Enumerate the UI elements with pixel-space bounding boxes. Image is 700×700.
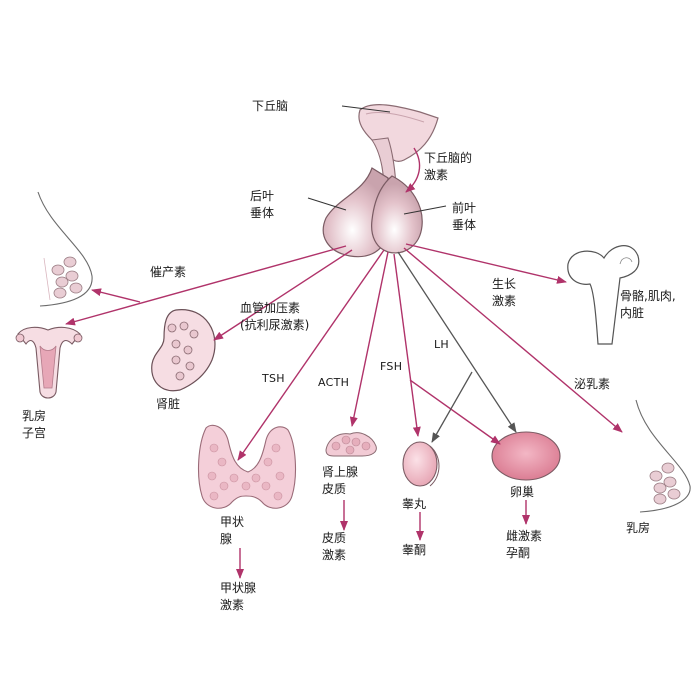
label-breast-uterus: 乳房子宫 (22, 409, 47, 440)
label-kidney: 肾脏 (156, 397, 181, 411)
label-vasopressin: 血管加压素(抗利尿激素) (240, 301, 310, 332)
oxytocin-arrow-uterus (65, 245, 347, 326)
prolactin-arrow (403, 247, 623, 433)
fsh-arrow-testis (393, 253, 421, 437)
left-breast-shape (37, 191, 93, 307)
label-testosterone: 睾酮 (402, 543, 427, 557)
acth-arrow (349, 251, 389, 427)
label-testis: 睾丸 (402, 497, 427, 511)
label-tsh: TSH (262, 372, 285, 385)
lh-arrow-testis (431, 371, 473, 443)
label-hypothalamic-hormones: 下丘脑的激素 (424, 151, 473, 182)
oxytocin-arrow-breast (91, 288, 141, 303)
adrenal-shape (325, 432, 377, 457)
anterior-pituitary-shape (371, 175, 447, 254)
label-thyroid-hormones: 甲状腺激素 (220, 581, 257, 612)
hypothalamic-hormone-arrow (405, 147, 421, 193)
kidney-shape (151, 309, 216, 392)
label-posterior-pituitary: 后叶垂体 (250, 189, 275, 220)
tsh-arrow (237, 249, 385, 461)
hypothalamus-shape (341, 104, 439, 162)
posterior-pituitary-shape (307, 167, 389, 258)
vasopressin-arrow (213, 249, 353, 341)
fsh-arrow-ovary (409, 379, 501, 445)
right-breast-shape (635, 399, 691, 513)
label-corticosteroids: 皮质激素 (322, 531, 347, 562)
label-lh: LH (434, 338, 449, 351)
label-hypothalamus: 下丘脑 (252, 99, 289, 113)
label-bone-muscle-organs: 骨骼,肌肉,内脏 (620, 289, 676, 320)
label-oxytocin: 催产素 (150, 265, 187, 279)
lh-arrow-ovary (397, 251, 517, 433)
label-breast-right: 乳房 (626, 521, 651, 535)
label-acth: ACTH (318, 376, 350, 389)
lh-arrows (397, 251, 517, 443)
uterus-shape (15, 326, 83, 399)
label-fsh: FSH (380, 360, 403, 373)
label-ovary: 卵巢 (510, 485, 535, 499)
testis-shape (402, 441, 440, 487)
label-prolactin: 泌乳素 (574, 377, 611, 391)
growth-hormone-arrow (405, 243, 567, 284)
ovary-shape (491, 431, 561, 481)
label-growth-hormone: 生长激素 (492, 277, 517, 308)
label-thyroid: 甲状腺 (220, 515, 245, 546)
label-estrogen-progesterone: 雌激素孕酮 (506, 529, 543, 560)
thyroid-shape (198, 424, 296, 509)
hormone-arrows (65, 243, 623, 579)
label-adrenal-cortex: 肾上腺皮质 (322, 465, 359, 496)
label-anterior-pituitary: 前叶垂体 (452, 201, 477, 232)
bone-shape (567, 245, 640, 345)
